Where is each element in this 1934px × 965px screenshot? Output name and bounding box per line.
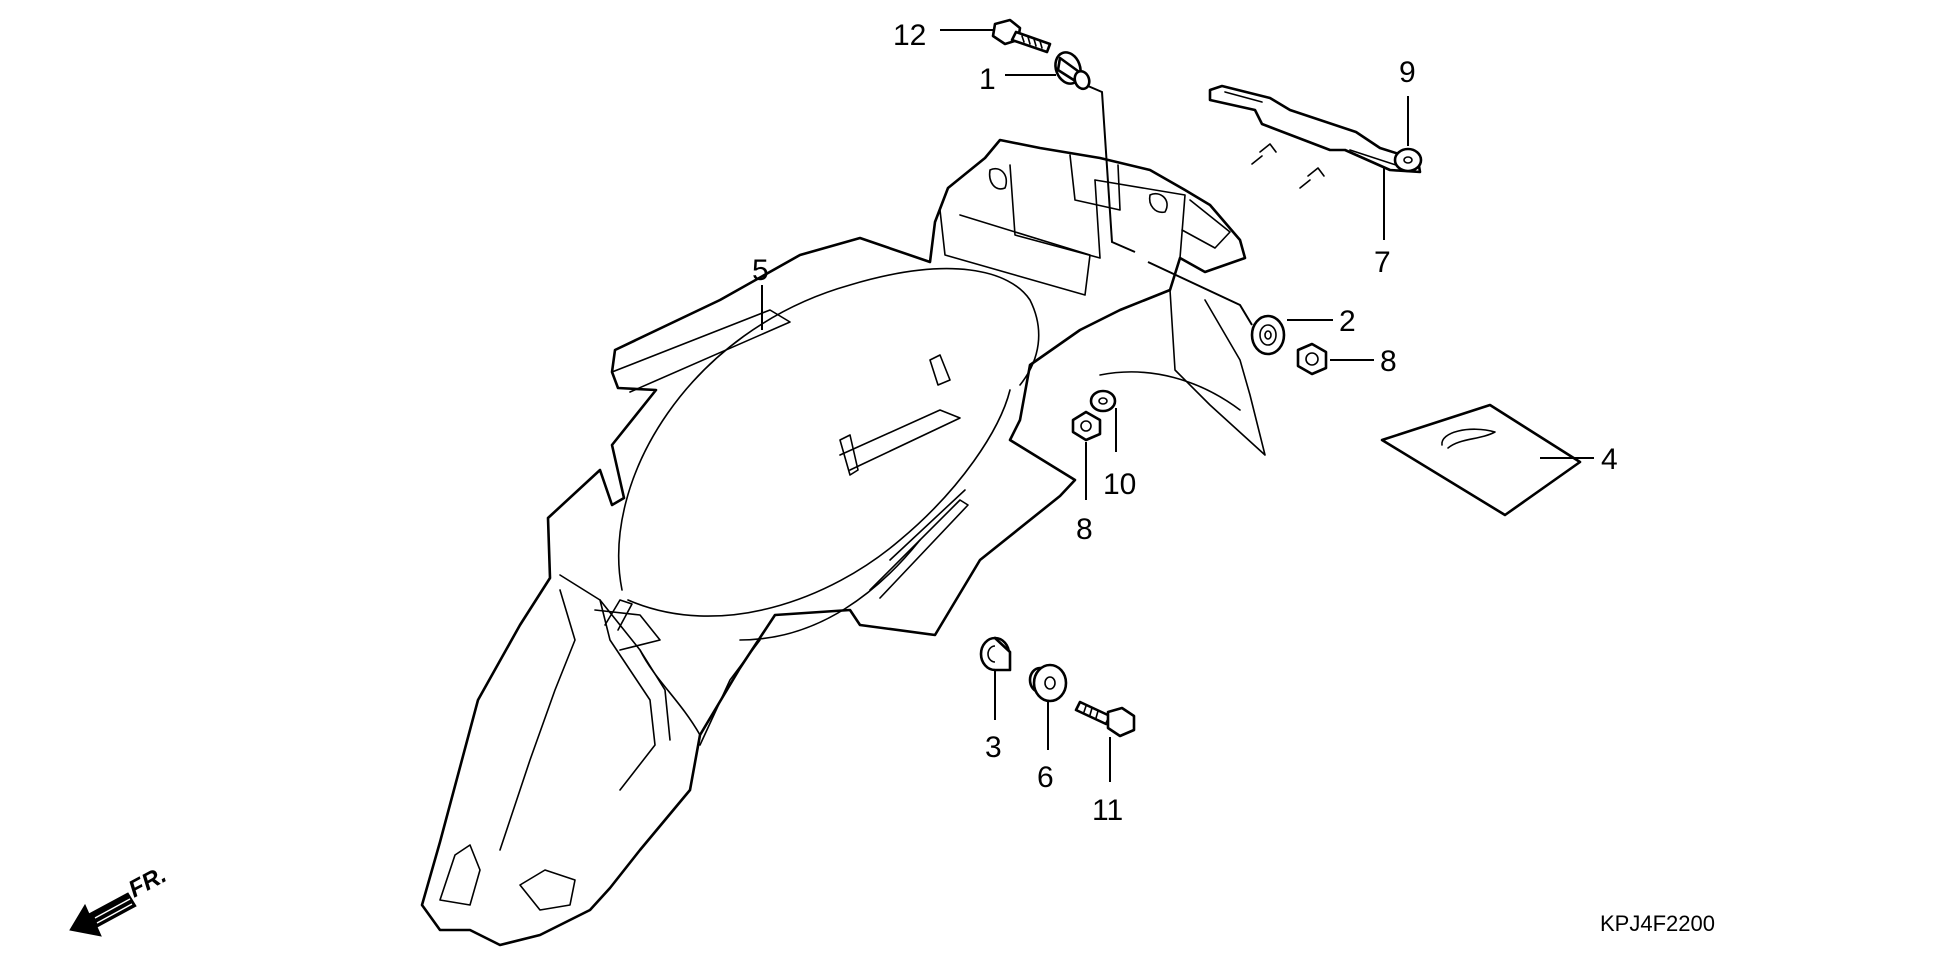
leader-lines — [761, 29, 1594, 782]
grommet-2 — [1250, 314, 1286, 356]
callout-11: 11 — [1092, 794, 1123, 827]
front-direction-arrow-icon: FR. — [69, 861, 171, 937]
nut-8-center — [1071, 410, 1102, 442]
callout-labels: 12 1 9 7 5 2 8 4 10 8 3 6 11 — [752, 19, 1618, 827]
callout-12: 12 — [893, 19, 926, 52]
flange-bolt-12 — [991, 18, 1052, 54]
washer-10 — [1089, 389, 1117, 413]
flange-bolt-11 — [1074, 700, 1136, 738]
callout-7: 7 — [1374, 246, 1391, 279]
collar-1 — [1054, 51, 1091, 91]
callout-2: 2 — [1339, 305, 1356, 338]
diagram-code: KPJ4F2200 — [1600, 911, 1715, 936]
front-direction-label: FR. — [124, 861, 171, 903]
nut-8-right — [1296, 342, 1328, 376]
callout-6: 6 — [1037, 761, 1054, 794]
callout-3: 3 — [985, 731, 1002, 764]
callout-5: 5 — [752, 254, 769, 287]
callout-1: 1 — [979, 63, 996, 96]
bracket-7 — [1208, 84, 1422, 189]
callout-8-center: 8 — [1076, 513, 1093, 546]
grommet-3 — [979, 636, 1012, 672]
callout-8-right: 8 — [1380, 345, 1397, 378]
callout-4: 4 — [1601, 443, 1618, 476]
callout-10: 10 — [1103, 468, 1136, 501]
collar-6 — [1028, 663, 1068, 703]
washer-9 — [1393, 147, 1423, 173]
caution-sheet-4 — [1380, 403, 1582, 517]
callout-9: 9 — [1399, 56, 1416, 89]
rear-fender — [420, 138, 1266, 947]
